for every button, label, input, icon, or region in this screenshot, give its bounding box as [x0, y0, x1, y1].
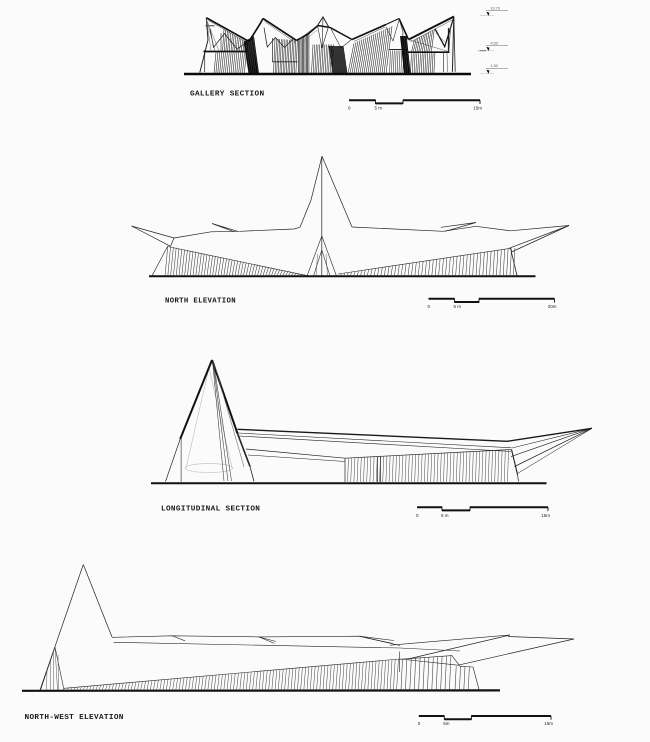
svg-text:10.70: 10.70 — [491, 6, 501, 10]
svg-text:15m: 15m — [473, 106, 482, 111]
svg-text:1.50: 1.50 — [491, 64, 498, 68]
svg-text:15m: 15m — [544, 721, 553, 726]
svg-text:NORTH ELEVATION: NORTH ELEVATION — [165, 298, 236, 306]
svg-text:NORTH-WEST ELEVATION: NORTH-WEST ELEVATION — [25, 714, 124, 722]
svg-text:5 m: 5 m — [454, 304, 462, 309]
svg-text:5 m: 5 m — [441, 513, 449, 518]
svg-text:GALLERY SECTION: GALLERY SECTION — [190, 91, 264, 99]
svg-text:4.50: 4.50 — [491, 41, 498, 45]
svg-text:20m: 20m — [548, 304, 557, 309]
svg-text:5 m: 5 m — [375, 106, 383, 111]
svg-text:5m: 5m — [443, 721, 450, 726]
svg-text:15m: 15m — [541, 513, 550, 518]
svg-text:LONGITUDINAL SECTION: LONGITUDINAL SECTION — [161, 506, 260, 514]
svg-text:eaves: eaves — [478, 49, 487, 53]
